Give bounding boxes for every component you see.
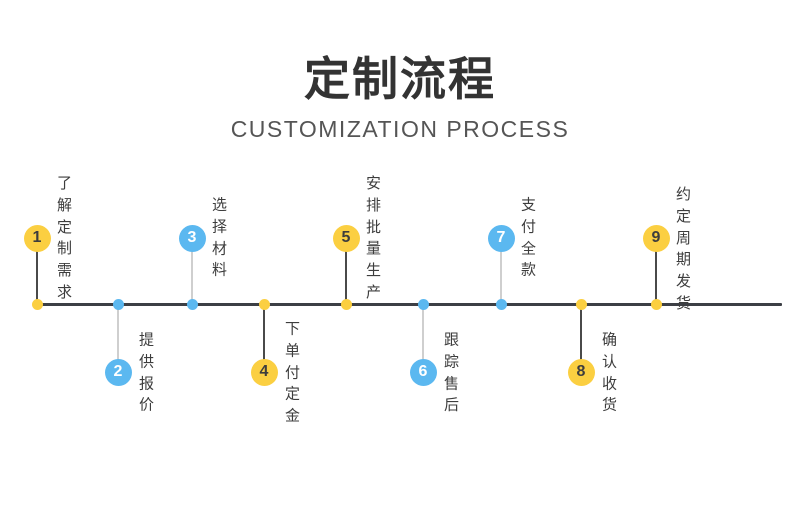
step-connector-line xyxy=(191,238,193,304)
step-number-badge-9[interactable]: 9 xyxy=(642,224,670,252)
timeline-dot-8 xyxy=(575,298,587,310)
step-label-7: 支付全款 xyxy=(521,196,537,279)
timeline-dot-4 xyxy=(258,298,270,310)
step-connector-line xyxy=(580,304,582,372)
page-subtitle: CUSTOMIZATION PROCESS xyxy=(230,116,570,143)
timeline-dot-9 xyxy=(650,298,662,310)
step-label-8: 确认收货 xyxy=(602,331,618,414)
step-connector-line xyxy=(36,238,38,304)
timeline-dot-7 xyxy=(495,298,507,310)
step-label-6: 跟踪售后 xyxy=(444,331,460,414)
step-number-badge-7[interactable]: 7 xyxy=(487,224,515,252)
step-label-3: 选择材料 xyxy=(212,196,228,279)
step-connector-line xyxy=(655,238,657,304)
step-number-badge-8[interactable]: 8 xyxy=(567,358,595,386)
timeline-dot-1 xyxy=(31,298,43,310)
step-label-1: 了解定制需求 xyxy=(57,174,73,301)
step-connector-line xyxy=(345,238,347,304)
step-label-4: 下单付定金 xyxy=(285,320,301,425)
step-connector-line xyxy=(500,238,502,304)
step-number-badge-3[interactable]: 3 xyxy=(178,224,206,252)
page-title: 定制流程 xyxy=(304,53,496,105)
step-number-badge-4[interactable]: 4 xyxy=(250,358,278,386)
step-connector-line xyxy=(422,304,424,372)
timeline-dot-5 xyxy=(340,298,352,310)
step-connector-line xyxy=(263,304,265,372)
step-number-badge-2[interactable]: 2 xyxy=(104,358,132,386)
timeline-dot-2 xyxy=(112,298,124,310)
timeline-dot-6 xyxy=(417,298,429,310)
step-label-2: 提供报价 xyxy=(139,331,155,414)
step-connector-line xyxy=(117,304,119,372)
timeline-dot-3 xyxy=(186,298,198,310)
step-label-9: 约定周期 发货 xyxy=(676,185,692,312)
step-label-5: 安排批量生产 xyxy=(366,174,382,301)
step-number-badge-5[interactable]: 5 xyxy=(332,224,360,252)
step-number-badge-1[interactable]: 1 xyxy=(23,224,51,252)
timeline-axis xyxy=(36,302,782,306)
header: 定制流程 CUSTOMIZATION PROCESS xyxy=(0,52,800,143)
step-number-badge-6[interactable]: 6 xyxy=(409,358,437,386)
